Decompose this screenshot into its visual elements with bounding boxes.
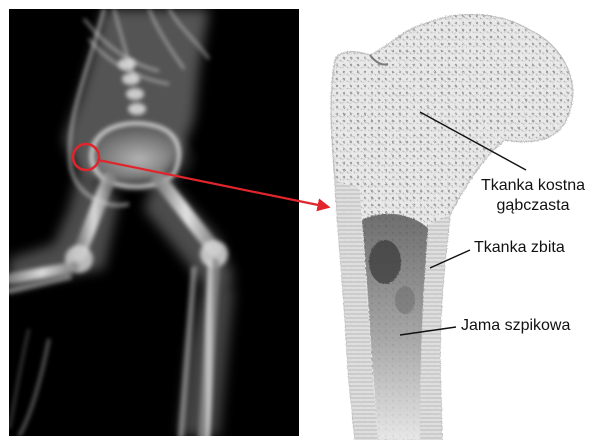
label-spongy-bone: Tkanka kostna gąbczasta [470, 176, 596, 216]
label-spongy-bone-line2: gąbczasta [470, 196, 596, 216]
xray-skeleton-image [9, 9, 299, 436]
label-compact-bone: Tkanka zbita [474, 238, 565, 258]
running-skeleton-icon [9, 9, 299, 436]
label-marrow-cavity: Jama szpikowa [461, 316, 570, 336]
femur-cross-section-icon [300, 0, 607, 440]
label-spongy-bone-line1: Tkanka kostna [470, 176, 596, 196]
